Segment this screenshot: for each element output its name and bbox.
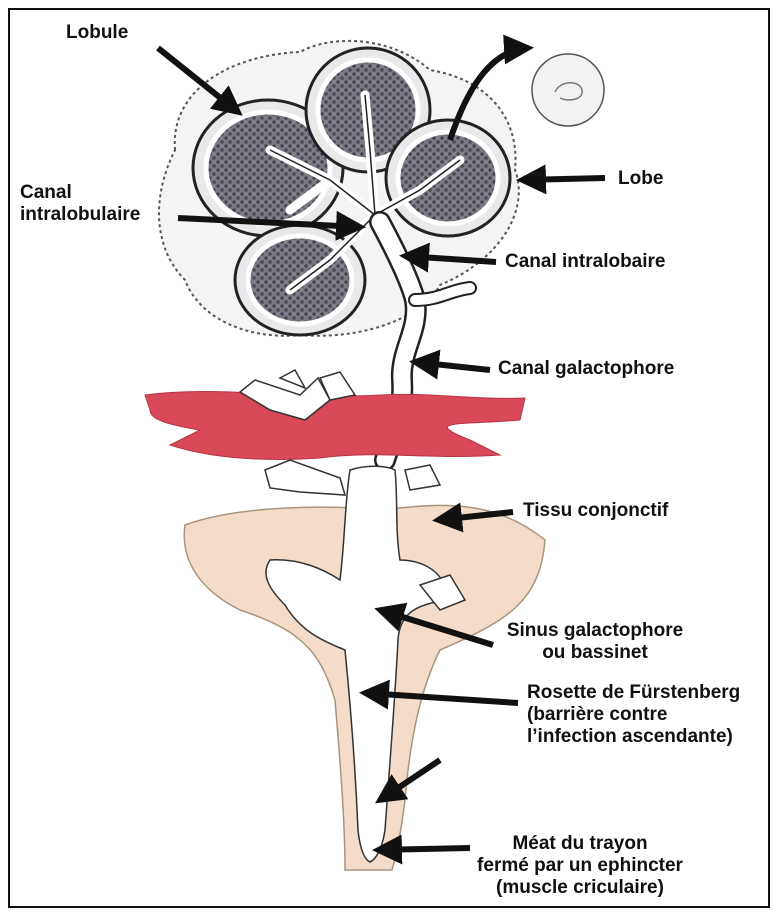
label-lobe: Lobe (618, 168, 663, 190)
label-canal-galactophore: Canal galactophore (498, 358, 674, 380)
label-meat-trayon: Méat du trayon fermé par un ephincter (m… (440, 833, 720, 899)
label-lobule: Lobule (66, 22, 128, 44)
label-canal-intralobulaire: Canal intralobulaire (20, 182, 140, 226)
label-tissu-conjonctif: Tissu conjonctif (523, 500, 668, 522)
label-rosette-furstenberg: Rosette de Fürstenberg (barrière contre … (527, 682, 740, 748)
alveolus (532, 54, 604, 126)
muscle-band (145, 391, 525, 459)
label-sinus-galactophore: Sinus galactophore ou bassinet (495, 620, 695, 664)
label-canal-intralobaire: Canal intralobaire (505, 251, 666, 273)
arrow-canal-galactophore (415, 362, 490, 370)
arrow-lobe (522, 178, 605, 180)
